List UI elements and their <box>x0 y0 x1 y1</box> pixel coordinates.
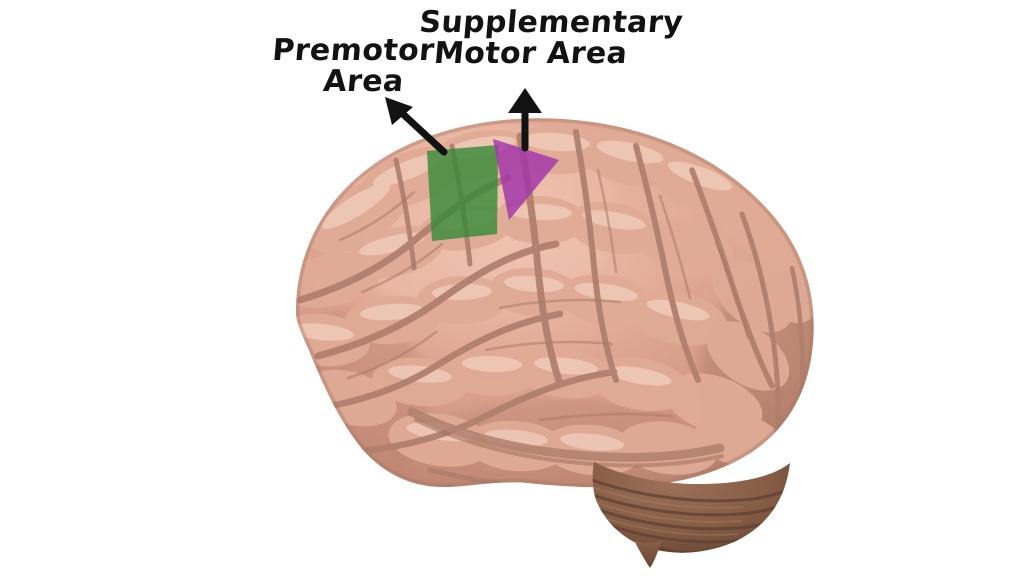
arrow-supplementary-motor <box>508 88 542 152</box>
label-premotor-area: Premotor Area <box>268 33 436 99</box>
label-premotor-line1: Premotor <box>270 33 436 68</box>
label-premotor-line2: Area <box>321 63 406 99</box>
arrow-premotor <box>385 97 448 156</box>
region-premotor-area[interactable] <box>427 145 498 241</box>
region-supplementary-motor-area[interactable] <box>493 139 559 220</box>
label-sma-line1: Supplementary <box>417 5 685 40</box>
brainstem <box>634 540 662 568</box>
label-supplementary-motor-area: Supplementary Motor Area <box>415 5 685 71</box>
label-sma-line2: Motor Area <box>432 35 629 71</box>
